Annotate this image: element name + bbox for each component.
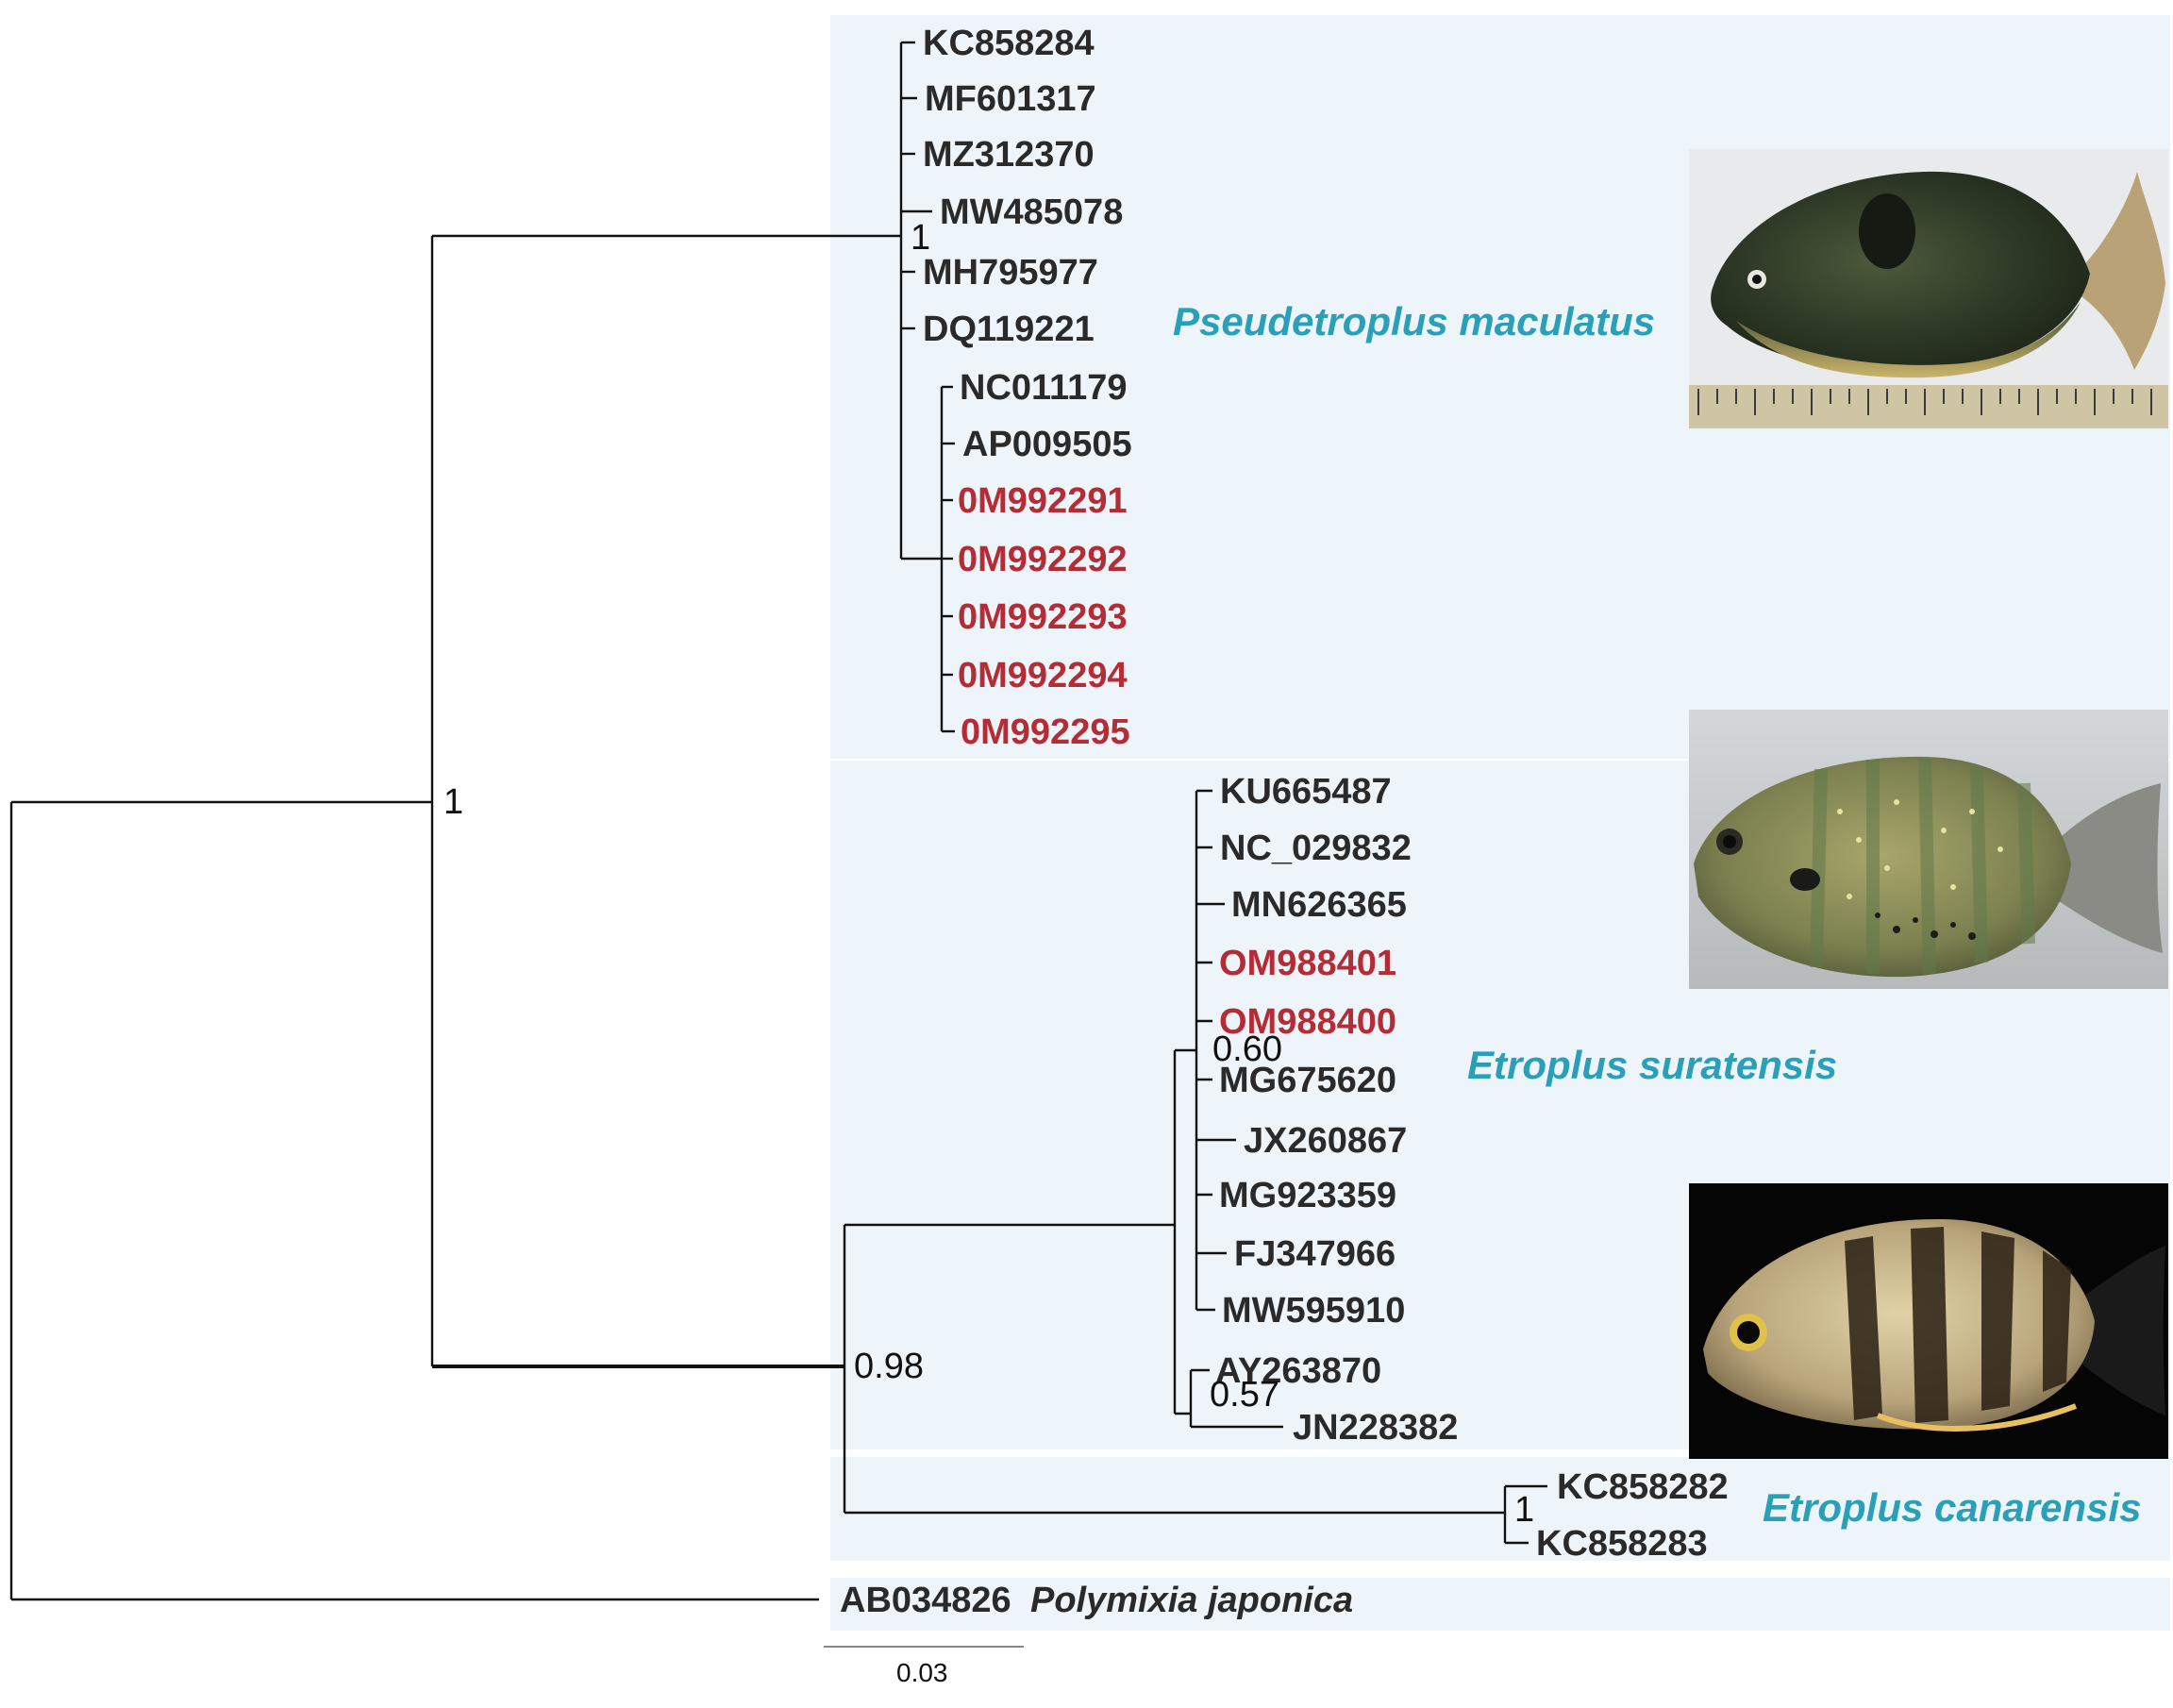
clade-pseudetroplus-leaves: KC858284 MF601317 MZ312370 MW485078 MH79… (923, 24, 1132, 752)
outgroup-label: AB034826 Polymixia japonica (840, 1581, 1353, 1620)
support-ay263870: 0.57 (1210, 1375, 1279, 1415)
scale-bar: 0.03 (824, 1646, 1024, 1687)
leaf-label: AY263870 (1215, 1351, 1381, 1391)
species-label-canarensis: Etroplus canarensis (1763, 1485, 2141, 1530)
leaf-label-highlighted: 0M992292 (958, 540, 1128, 579)
outgroup-species: Polymixia japonica (1030, 1581, 1353, 1620)
fish-photo-pseudetroplus (1689, 149, 2168, 428)
species-label-pseudetroplus: Pseudetroplus maculatus (1173, 299, 1655, 343)
fish-photo-canarensis (1689, 1183, 2168, 1459)
leaf-label: MF601317 (925, 79, 1096, 119)
leaf-label: KC858284 (923, 24, 1095, 63)
leaf-label-highlighted: 0M992295 (961, 712, 1130, 752)
leaf-label: MW485078 (940, 193, 1123, 232)
leaf-label: NC_029832 (1220, 829, 1412, 868)
scale-bar-label: 0.03 (896, 1658, 948, 1687)
leaf-label: KC858283 (1536, 1524, 1708, 1564)
leaf-label: FJ347966 (1234, 1234, 1396, 1274)
leaf-label-highlighted: 0M992291 (958, 481, 1128, 521)
leaf-label: KU665487 (1220, 772, 1392, 812)
leaf-label-highlighted: 0M992293 (958, 597, 1128, 637)
clade-canarensis-leaves: KC858282 KC858283 (1536, 1467, 1729, 1564)
leaf-label: MG923359 (1219, 1176, 1396, 1215)
outgroup-accession: AB034826 (840, 1581, 1011, 1620)
leaf-label: NC011179 (960, 368, 1128, 408)
support-canarensis: 1 (1514, 1490, 1534, 1530)
leaf-label: JX260867 (1244, 1121, 1407, 1161)
leaf-label: MN626365 (1231, 885, 1407, 925)
species-label-suratensis: Etroplus suratensis (1467, 1043, 1837, 1087)
leaf-label: MG675620 (1219, 1061, 1396, 1100)
support-root-ingroup: 1 (443, 782, 463, 822)
leaf-label-highlighted: OM988400 (1219, 1002, 1396, 1042)
support-pseudetroplus: 1 (911, 218, 930, 258)
clade-suratensis-leaves: KU665487 NC_029832 MN626365 OM988401 OM9… (1215, 772, 1458, 1448)
leaf-label: DQ119221 (923, 310, 1095, 349)
clade-band-canarensis (830, 1457, 2170, 1561)
tree-branches (9, 41, 1547, 1601)
support-etroplus: 0.98 (854, 1347, 924, 1386)
fish-photo-suratensis (1689, 710, 2168, 989)
support-values: 1 1 0.98 0.60 0.57 1 (443, 218, 1534, 1530)
support-suratensis-inner: 0.60 (1212, 1030, 1282, 1069)
leaf-label: AP009505 (962, 425, 1132, 464)
leaf-label-highlighted: OM988401 (1219, 944, 1396, 983)
clade-band-outgroup (830, 1578, 2170, 1631)
leaf-label: MZ312370 (923, 135, 1095, 175)
leaf-label-highlighted: 0M992294 (958, 656, 1128, 695)
leaf-label: KC858282 (1557, 1467, 1729, 1507)
leaf-label: MH795977 (923, 253, 1098, 293)
leaf-label: MW595910 (1222, 1291, 1405, 1331)
leaf-label: JN228382 (1293, 1408, 1458, 1448)
